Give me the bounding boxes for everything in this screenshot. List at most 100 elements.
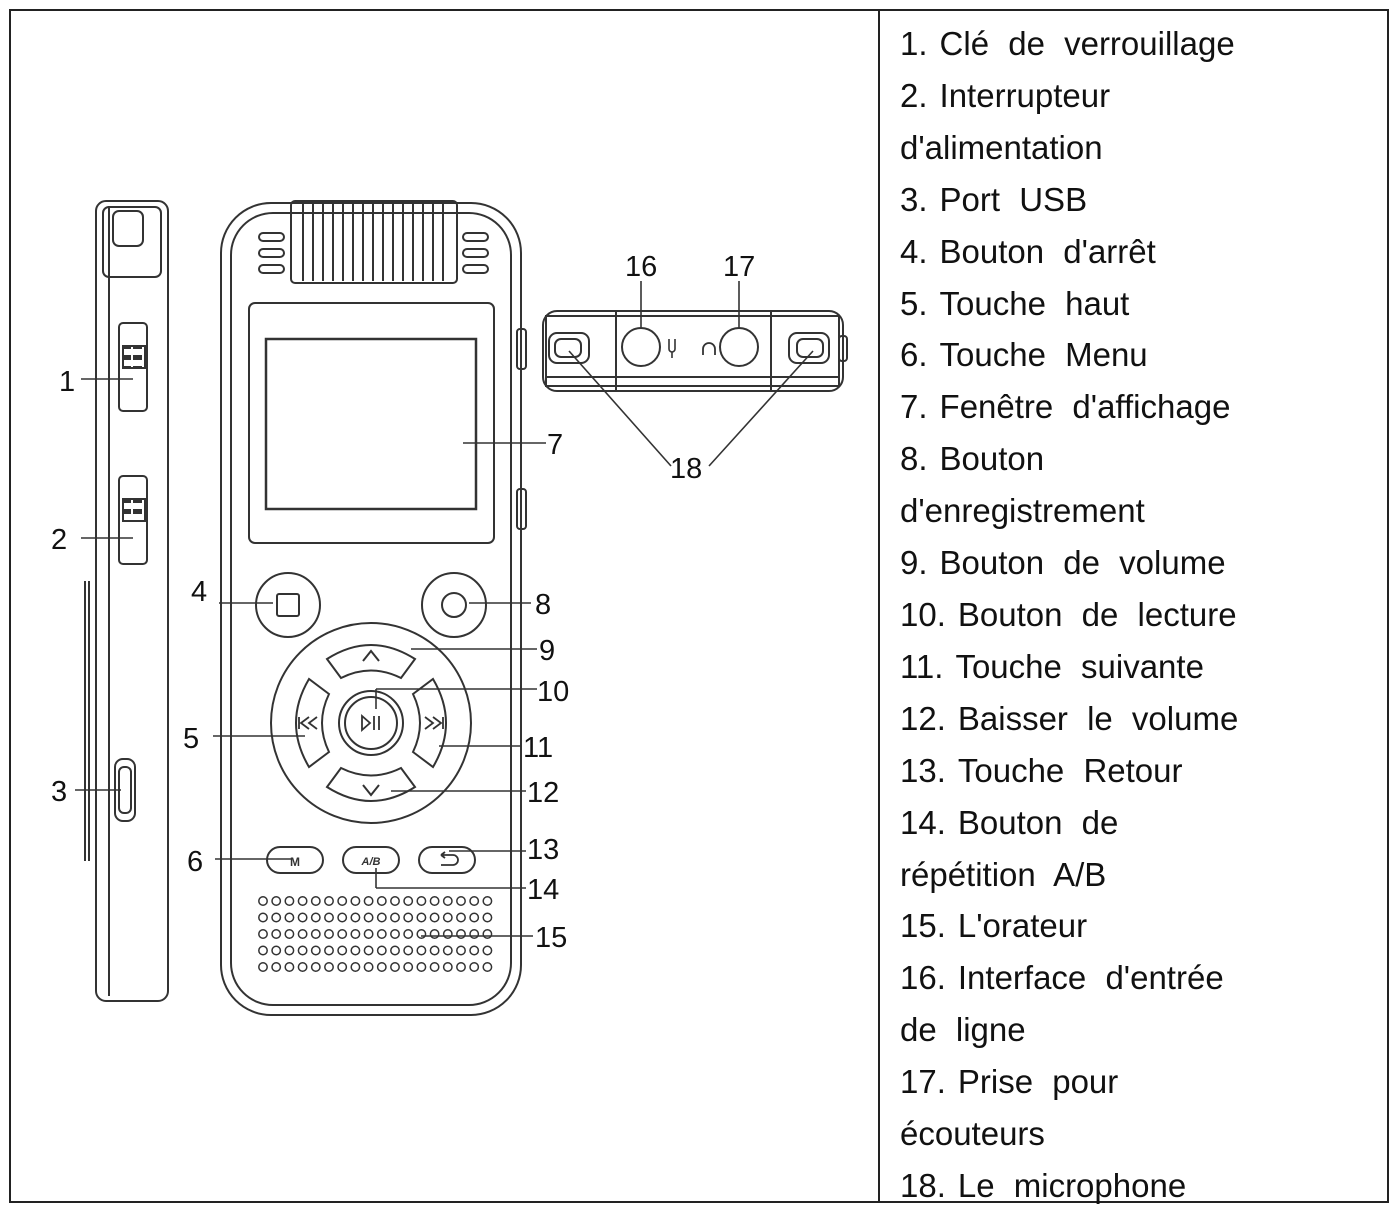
speaker-hole [482,929,493,939]
speaker-hole [403,945,414,956]
speaker-hole [310,929,321,939]
speaker-hole [390,945,400,956]
legend-text: Port USB [939,180,1088,218]
legend-item-continuation: de ligne [900,1004,1380,1056]
speaker-hole [258,945,268,956]
speaker-hole [376,929,387,939]
speaker-hole [297,929,308,939]
legend-text: Prise pour [957,1063,1119,1101]
menu-button-glyph: M [290,855,300,869]
stop-button [255,572,321,638]
callout-3: 3 [51,776,67,808]
legend-number: 18. [900,1166,946,1204]
legend-text: Clé de verrouillage [939,25,1235,62]
speaker-hole [429,962,440,972]
speaker-hole [271,929,282,939]
speaker-hole [363,912,374,923]
speaker-hole [310,962,321,972]
speaker-hole [456,962,466,972]
legend-item: 10.Bouton de lecture [900,589,1380,641]
legend-item-continuation: d'alimentation [900,122,1380,174]
legend-number: 15. [900,907,946,945]
speaker-hole [456,929,466,939]
legend-item: 2.Interrupteur [900,70,1380,122]
legend-text: Bouton d'arrêt [939,232,1156,270]
speaker-hole [284,945,295,956]
legend-item: 5.Touche haut [900,278,1380,330]
leader-lines [75,281,814,937]
record-button [421,572,487,638]
speaker-hole [416,896,427,906]
legend-item: 13.Touche Retour [900,745,1380,797]
legend-text: Interface d'entrée [957,959,1224,997]
legend-text: d'enregistrement [900,492,1145,530]
speaker-hole [310,896,321,906]
callout-1: 1 [59,366,75,398]
next-key [411,677,447,769]
speaker-hole [324,896,334,906]
speaker-hole [376,896,387,906]
callout-17: 17 [723,251,755,283]
callout-labels: 1 2 3 4 5 6 7 8 9 10 11 12 13 14 15 16 1… [51,251,755,954]
speaker-hole [337,896,348,906]
legend-item: 12. Baisser le volume [900,693,1380,745]
speaker-hole [363,929,374,939]
speaker-hole [258,962,268,972]
speaker-hole [376,945,387,956]
speaker-hole [271,962,282,972]
legend-number: 13. [900,751,946,789]
legend-text: répétition A/B [900,855,1107,893]
speaker-hole [350,962,361,972]
speaker-hole [350,945,361,956]
legend-number: 6. [900,336,928,374]
speaker-hole [469,912,480,923]
legend-text: Bouton de volume [939,544,1226,582]
speaker-hole [337,945,348,956]
legend-item: 18.Le microphone [900,1160,1380,1212]
speaker-hole [469,929,480,939]
callout-10: 10 [537,676,569,708]
legend-item-continuation: d'enregistrement [900,485,1380,537]
speaker-hole [284,896,295,906]
speaker-hole [324,945,334,956]
legend-item: 3.Port USB [900,174,1380,226]
callout-12: 12 [527,777,559,809]
column-divider [878,9,880,1203]
legend-number: 1. [900,25,928,62]
power-switch [118,475,148,565]
legend-number: 14. [900,803,946,841]
legend-item: 16.Interface d'entrée [900,952,1380,1004]
speaker-hole [416,945,427,956]
legend-item: 9.Bouton de volume [900,537,1380,589]
speaker-hole [469,945,480,956]
callout-9: 9 [539,635,555,667]
legend-item: 15. L'orateur [900,900,1380,952]
legend-text: écouteurs [900,1115,1045,1153]
callout-16: 16 [625,251,657,283]
legend-number: 7. [900,388,928,426]
legend-text: L'orateur [957,907,1088,945]
speaker-hole [429,896,440,906]
callout-4: 4 [191,576,207,608]
speaker-hole [271,896,282,906]
legend-number: 12. [900,699,946,737]
speaker-hole [403,962,414,972]
figure-frame [9,9,1389,1203]
speaker-hole [390,929,400,939]
speaker-hole [297,896,308,906]
speaker-hole [469,896,480,906]
speaker-hole [442,929,453,939]
callout-15: 15 [535,922,567,954]
speaker-hole [350,896,361,906]
legend-text: Bouton de [957,803,1119,841]
volume-up-key [325,644,417,680]
legend-text: Baisser le volume [957,699,1239,737]
legend-number: 11. [900,647,944,685]
speaker-hole [469,962,480,972]
callout-5: 5 [183,723,199,755]
callout-7: 7 [547,429,563,461]
ab-button-glyph: A/B [361,856,381,868]
legend-text: Touche suivante [955,647,1204,685]
speaker-hole [284,962,295,972]
callout-8: 8 [535,589,551,621]
